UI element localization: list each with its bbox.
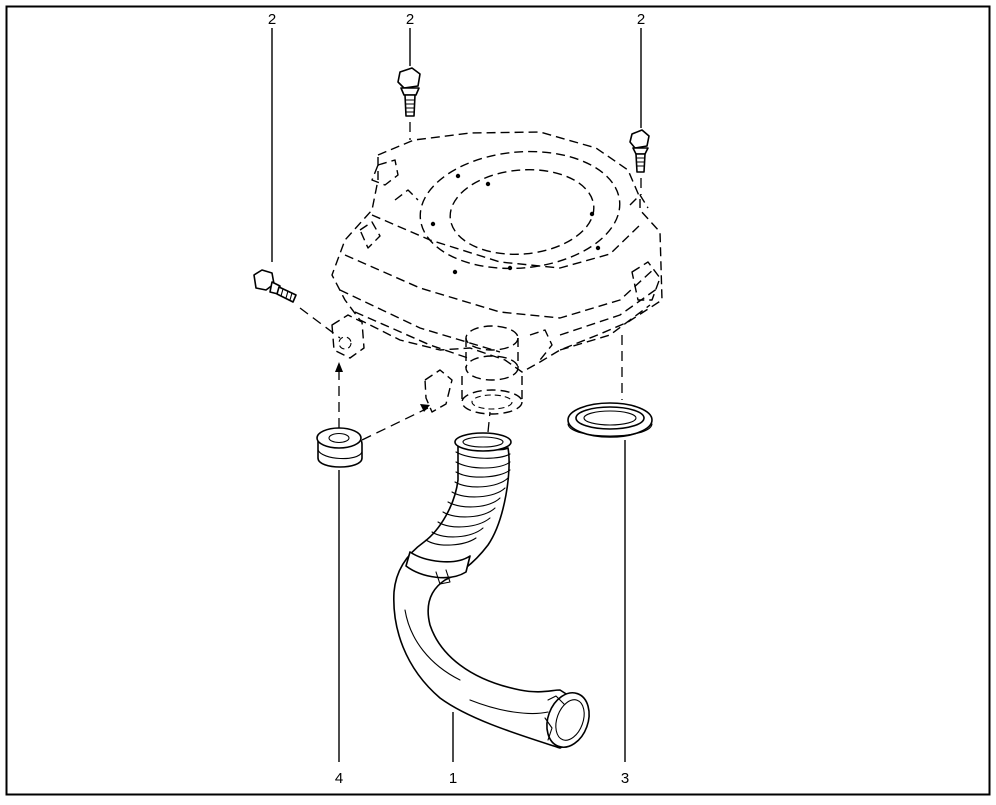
callout-seal-ring: 3: [621, 770, 629, 787]
intake-duct: [393, 411, 590, 749]
seal-ring: [567, 335, 653, 438]
callout-intake-duct: 1: [449, 770, 457, 787]
callout-bolt-center: 2: [406, 11, 414, 28]
arrow-icon: [420, 404, 430, 412]
bolt-right-top: [629, 129, 650, 195]
arrow-up-icon: [335, 362, 343, 372]
diagram-frame: [5, 5, 991, 796]
bolt-left-side: [253, 269, 341, 339]
air-cleaner-housing: [331, 131, 663, 415]
callout-grommet: 4: [335, 770, 343, 787]
grommet: [316, 370, 429, 468]
callout-bolt-left: 2: [268, 11, 276, 28]
bolt-center-top: [397, 67, 421, 140]
callout-bolt-right: 2: [637, 11, 645, 28]
